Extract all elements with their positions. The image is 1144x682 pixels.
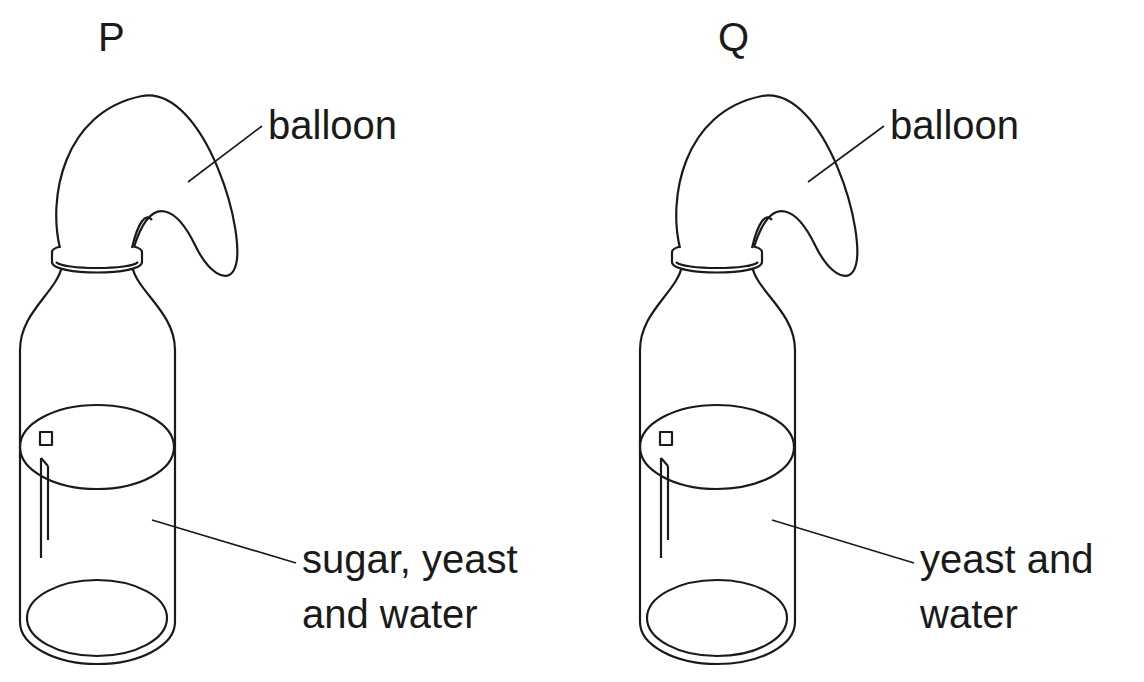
bottle-letter: P	[98, 10, 158, 65]
bottle-q	[640, 95, 857, 664]
bottle-letter: Q	[718, 10, 778, 65]
part-label: balloon	[268, 98, 468, 153]
part-label: balloon	[890, 98, 1090, 153]
bottle-p	[20, 95, 237, 664]
leader-lines	[152, 126, 914, 563]
contents-label: yeast and water	[920, 532, 1120, 642]
contents-label: sugar, yeast and water	[302, 532, 564, 642]
